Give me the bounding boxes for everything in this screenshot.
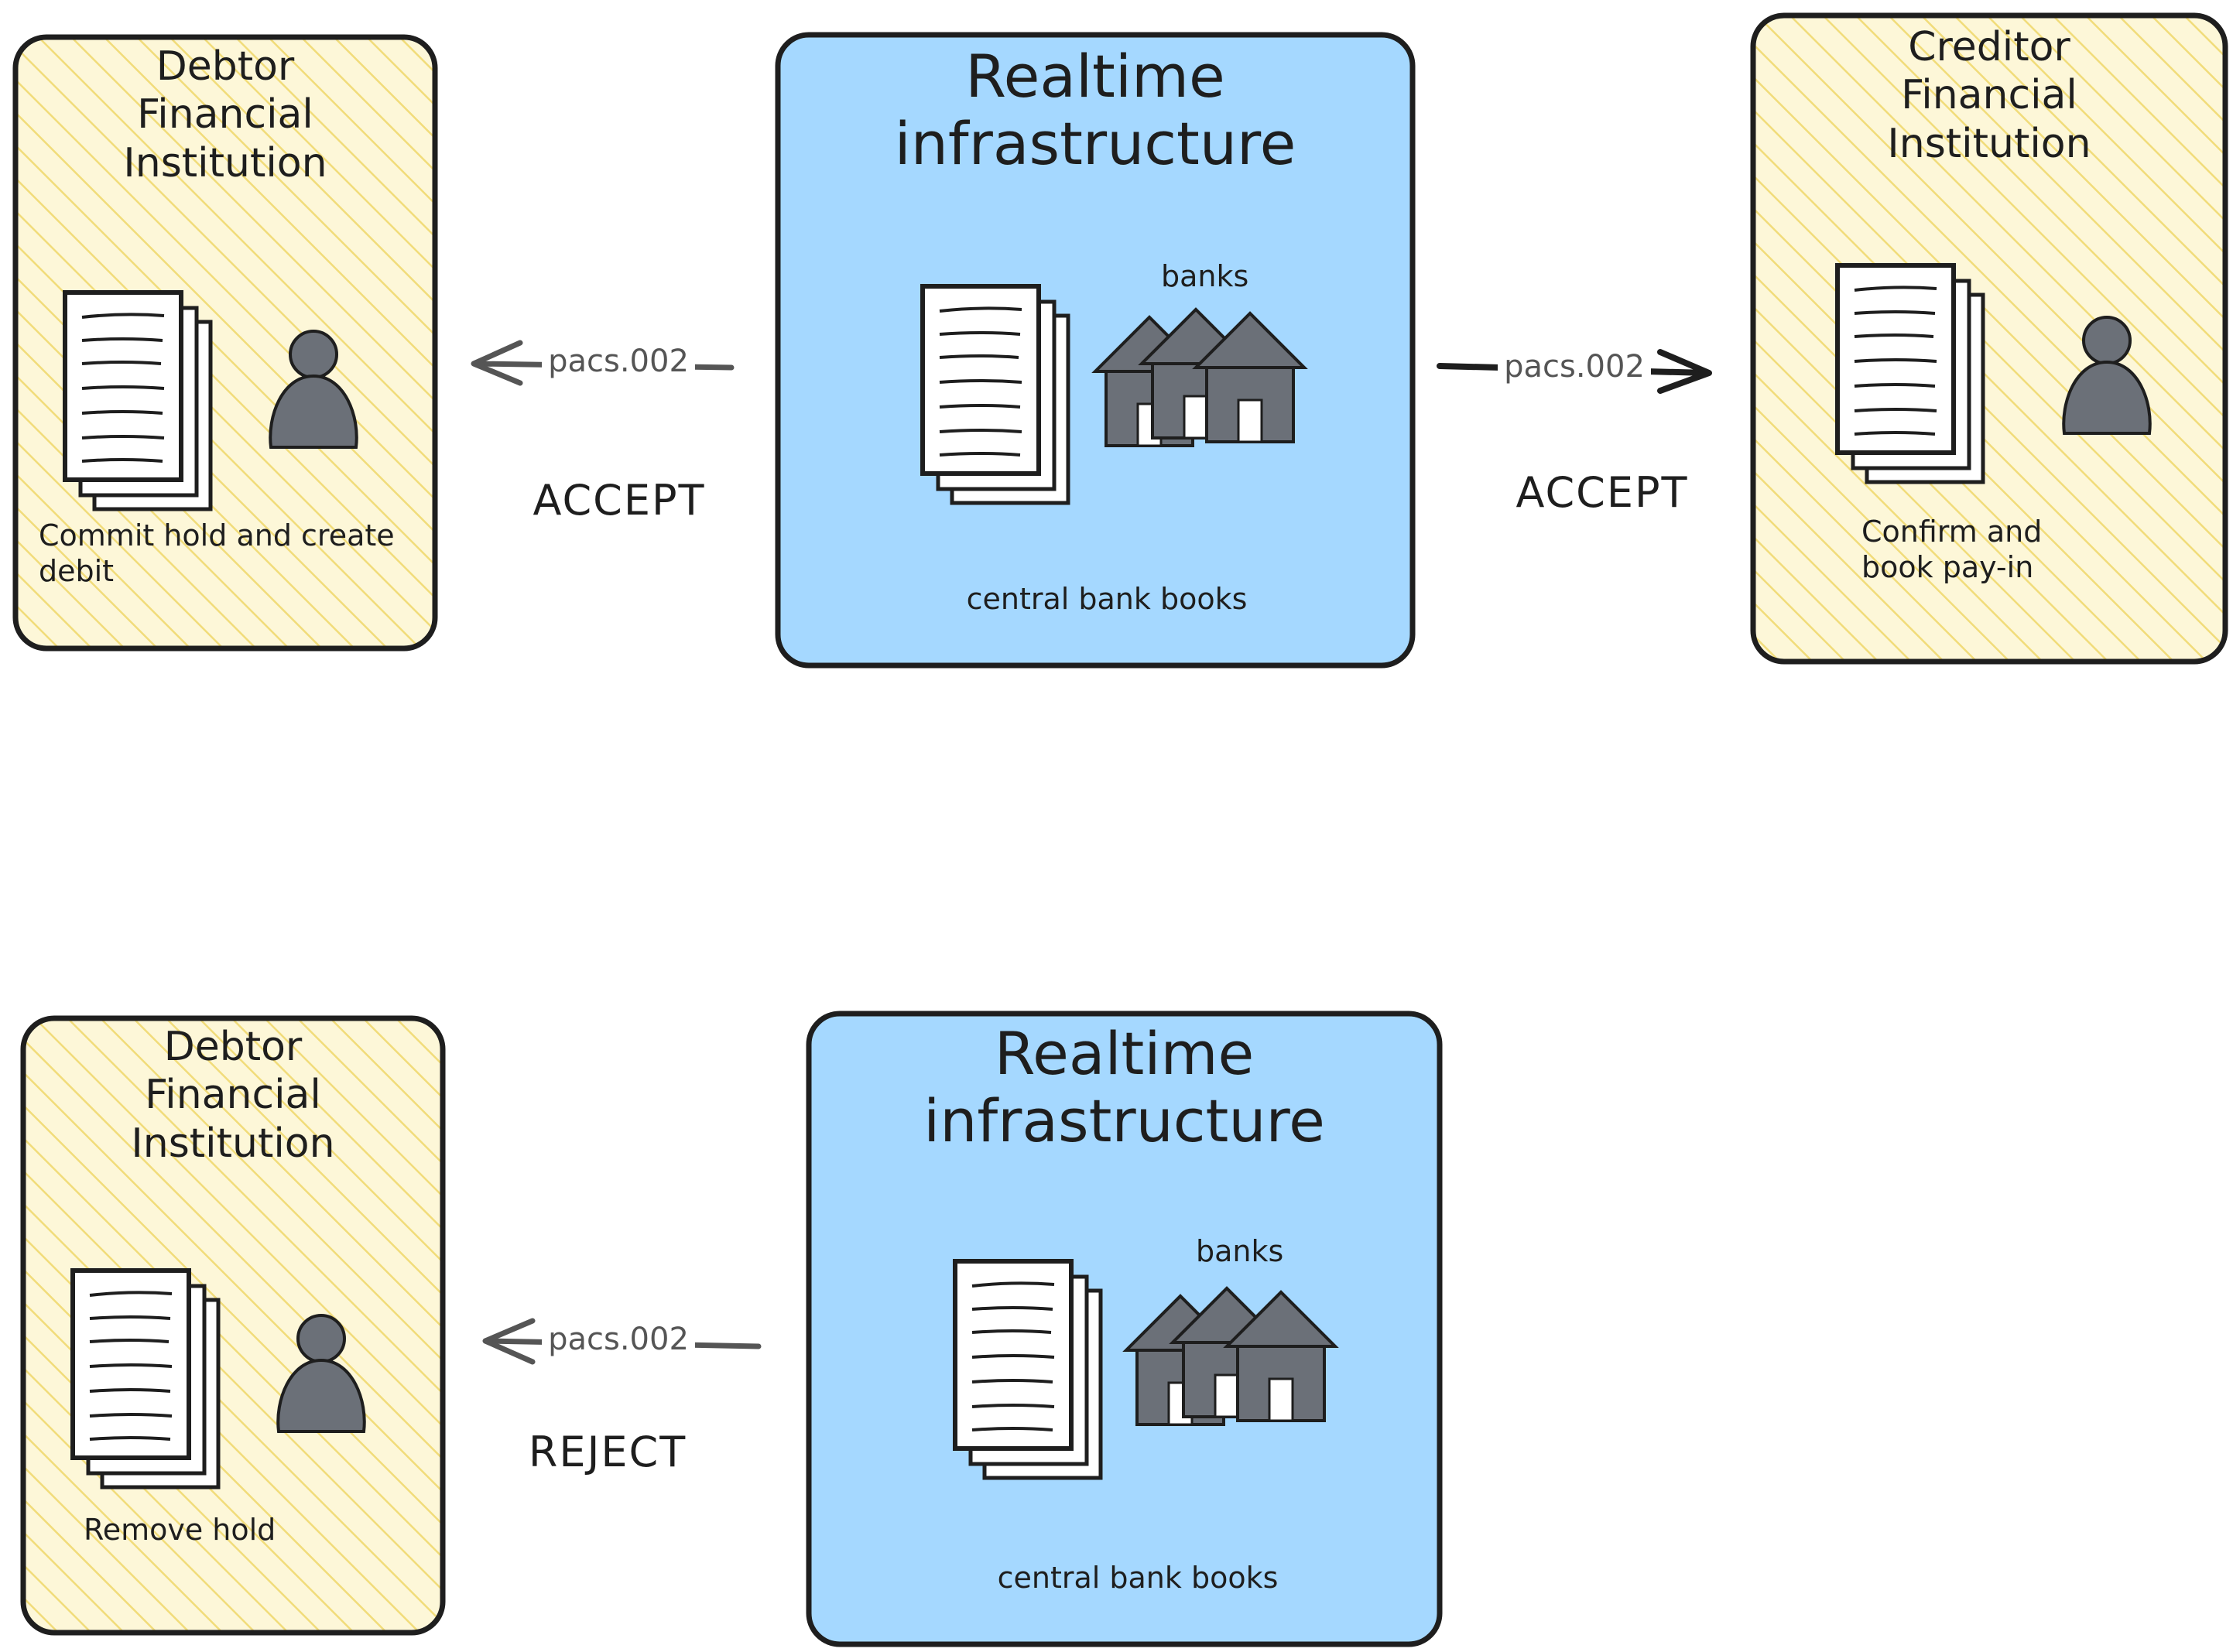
central-bank-books-label-top: central bank books — [966, 582, 1248, 616]
creditor-title-top: Creditor Financial Institution — [1887, 24, 2091, 167]
document-stack-icon — [73, 1271, 218, 1487]
debtor-note-bottom: Remove hold — [84, 1513, 276, 1547]
banks-label-top: banks — [1161, 259, 1249, 293]
debtor-title-top: Debtor Financial Institution — [123, 43, 327, 186]
reject-status-label-bottom-left: REJECT — [528, 1428, 687, 1476]
realtime-infrastructure-box-top — [775, 32, 1416, 669]
document-stack-icon — [923, 286, 1068, 503]
accept-status-label-top-right: ACCEPT — [1515, 468, 1689, 517]
accept-status-label-top-left: ACCEPT — [533, 476, 706, 525]
infrastructure-title-bottom: Realtime infrastructure — [923, 1019, 1325, 1156]
creditor-note-top: Confirm and book pay-in — [1861, 515, 2043, 584]
infrastructure-title-top: Realtime infrastructure — [894, 42, 1296, 179]
realtime-infrastructure-box-bottom — [806, 1011, 1443, 1647]
pacs-message-label-bottom-left: pacs.002 — [542, 1321, 695, 1358]
banks-label-bottom: banks — [1196, 1234, 1284, 1268]
debtor-title-bottom: Debtor Financial Institution — [131, 1024, 335, 1167]
document-stack-icon — [1837, 265, 1983, 482]
central-bank-books-label-bottom: central bank books — [997, 1561, 1279, 1595]
pacs-message-label-top-right: pacs.002 — [1498, 348, 1651, 385]
document-stack-icon — [65, 292, 211, 509]
creditor-institution-box-top — [1750, 12, 2228, 665]
pacs-message-label-top-left: pacs.002 — [542, 343, 695, 380]
debtor-note-top: Commit hold and create debit — [39, 518, 395, 588]
document-stack-icon — [955, 1261, 1101, 1478]
